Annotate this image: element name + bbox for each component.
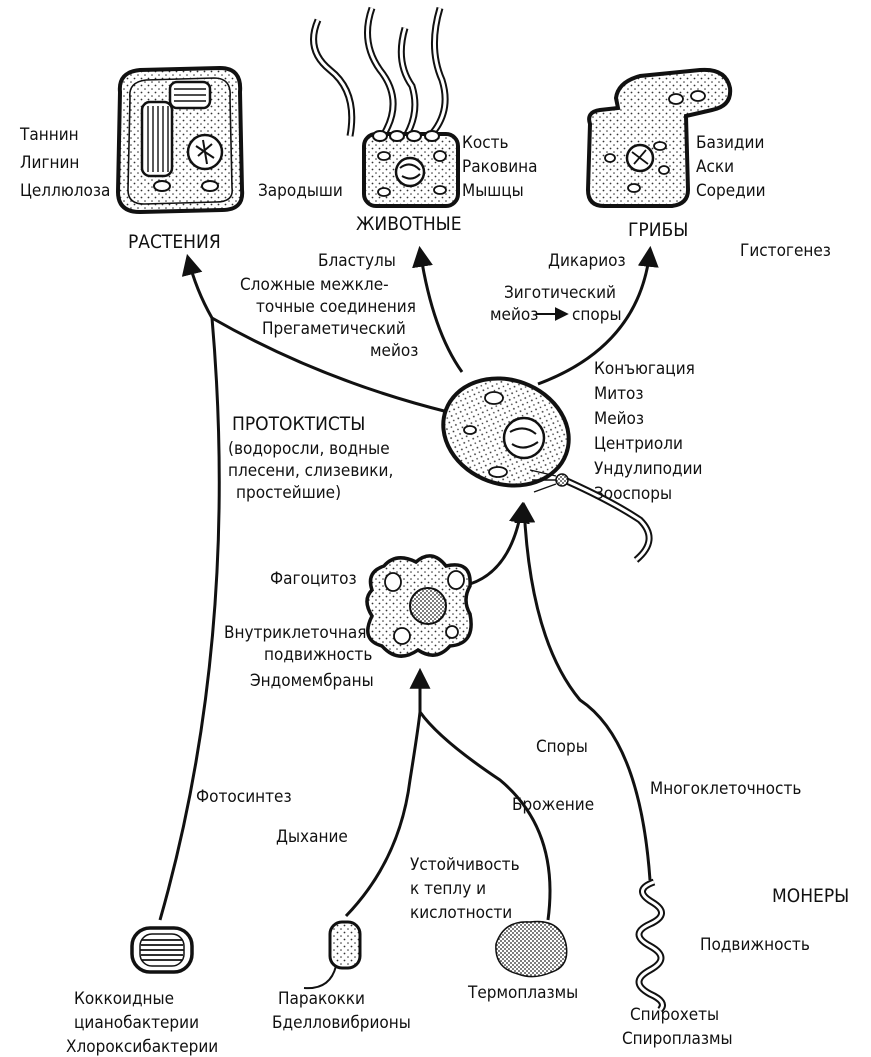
spirochete-icon	[639, 882, 662, 1010]
plant-feature-cellulose: Целлюлоза	[20, 181, 110, 201]
plant-feature-tannin: Таннин	[19, 125, 79, 145]
process-spores: Споры	[536, 737, 588, 757]
plants-label: РАСТЕНИЯ	[128, 231, 221, 253]
animal-path-blastula: Бластулы	[318, 251, 396, 271]
fungi-feature-asci: Аски	[696, 157, 734, 177]
arrow-cyanobacteria-to-plants	[160, 318, 219, 920]
protist-feature-conjugation: Конъюгация	[594, 359, 695, 379]
protoctists-desc-1: (водоросли, водные	[228, 439, 390, 459]
protist-feature-undulipodia: Ундулиподии	[594, 459, 702, 479]
process-respiration: Дыхание	[276, 827, 348, 847]
process-photosynthesis: Фотосинтез	[196, 787, 292, 807]
bacteria-thermoplasma: Термоплазмы	[467, 983, 578, 1003]
animal-cell-icon	[314, 8, 458, 206]
bacteria-paracocci: Паракокки	[278, 989, 365, 1009]
bacteria-coccoid-2: цианобактерии	[74, 1013, 199, 1033]
arrow-protist-to-animals	[420, 250, 462, 372]
arrow-amoeboid-to-protist	[470, 506, 522, 584]
plant-feature-lignin: Лигнин	[20, 153, 79, 173]
animal-feature-muscles: Мышцы	[462, 181, 524, 201]
bacteria-bdellovibrio: Бделловибрионы	[272, 1013, 411, 1033]
animals-label: ЖИВОТНЫЕ	[356, 213, 462, 235]
protoctists-desc-3: простейшие)	[236, 483, 341, 503]
histogenesis-label: Гистогенез	[740, 241, 831, 261]
amoeboid-feature-phagocytosis: Фагоцитоз	[270, 569, 357, 589]
bacteria-coccoid-1: Коккоидные	[74, 989, 174, 1009]
amoeboid-cell-icon	[367, 556, 471, 656]
protist-feature-centrioles: Центриоли	[594, 434, 683, 454]
protoctists-label: ПРОТОКТИСТЫ	[232, 413, 365, 435]
protist-feature-zoospores: Зооспоры	[594, 484, 672, 504]
paracoccus-bacterium-icon	[304, 922, 360, 988]
fungi-feature-soredia: Соредии	[696, 181, 766, 201]
animal-embryo-label: Зародыши	[258, 181, 343, 201]
process-multicellularity: Многоклеточность	[650, 779, 801, 799]
animal-path-pregametic: Прегаметический	[262, 319, 406, 339]
fungi-path-dikaryosis: Дикариоз	[548, 251, 626, 271]
thermoplasma-icon	[496, 921, 567, 976]
process-heat-acid-3: кислотности	[410, 903, 512, 923]
plant-cell-icon	[118, 68, 242, 212]
process-heat-acid-1: Устойчивость	[410, 855, 520, 875]
process-heat-acid-2: к теплу и	[410, 879, 486, 899]
monera-label: МОНЕРЫ	[772, 885, 849, 907]
animal-path-meiosis: мейоз	[370, 341, 418, 361]
amoeboid-feature-motility: подвижность	[264, 645, 372, 665]
bacteria-spirochetes: Спирохеты	[630, 1005, 719, 1025]
process-fermentation: Брожение	[512, 795, 594, 815]
amoeboid-feature-intracellular: Внутриклеточная	[224, 623, 366, 643]
fungi-path-spores: споры	[572, 305, 622, 325]
coccoid-bacterium-icon	[132, 928, 192, 972]
fungi-label: ГРИБЫ	[628, 219, 688, 241]
arrow-paracocci-branch	[346, 712, 420, 916]
fungi-feature-basidia: Базидии	[696, 133, 764, 153]
protist-feature-meiosis: Мейоз	[594, 409, 644, 429]
fungi-path-zygotic: Зиготический	[504, 283, 616, 303]
bacteria-coccoid-3: Хлороксибактерии	[66, 1037, 218, 1057]
animal-feature-bone: Кость	[462, 133, 509, 153]
process-motility: Подвижность	[700, 935, 810, 955]
protoctists-desc-2: плесени, слизевики,	[228, 461, 393, 481]
bacteria-spiroplasma: Спироплазмы	[622, 1029, 733, 1049]
animal-feature-shell: Раковина	[462, 157, 538, 177]
fungi-path-meiosis: мейоз	[490, 305, 538, 325]
animal-path-junctions-2: точные соединения	[256, 297, 416, 317]
amoeboid-feature-endomembranes: Эндомембраны	[250, 671, 374, 691]
protist-feature-mitosis: Митоз	[594, 384, 644, 404]
animal-path-junctions-1: Сложные межкле-	[240, 275, 389, 295]
arrow-spirochetes-to-protist	[524, 506, 650, 880]
